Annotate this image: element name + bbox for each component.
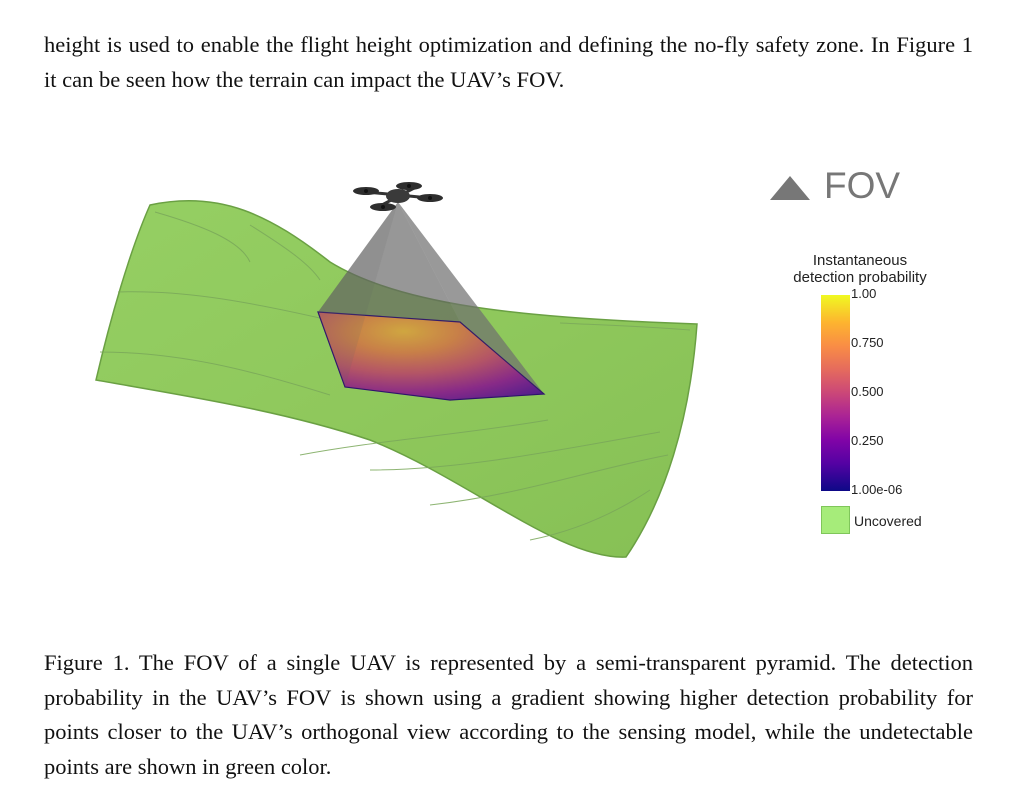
- colorbar-tick: 0.250: [851, 433, 884, 448]
- uncovered-swatch: [821, 506, 850, 534]
- fov-pyramid-face: [318, 202, 398, 387]
- colorbar-title: Instantaneous detection probability: [760, 252, 960, 286]
- fov-legend-triangle-icon: [770, 176, 810, 200]
- fov-pyramid-face: [345, 202, 544, 400]
- colorbar-tick: 0.750: [851, 335, 884, 350]
- uav-drone-icon: [353, 182, 443, 211]
- fov-footprint-gradient: [317, 311, 546, 401]
- figure-caption: Figure 1. The FOV of a single UAV is rep…: [44, 650, 973, 779]
- fov-legend-label: FOV: [824, 165, 901, 206]
- colorbar-tick: 0.500: [851, 384, 884, 399]
- uncovered-label: Uncovered: [854, 513, 922, 529]
- fov-pyramid-face: [318, 202, 460, 322]
- body-paragraph: height is used to enable the flight heig…: [44, 32, 973, 92]
- colorbar-tick: 1.00e-06: [851, 482, 903, 497]
- colorbar: [821, 295, 850, 491]
- colorbar-title-line1: Instantaneous: [812, 252, 908, 269]
- colorbar-title-line2: detection probability: [793, 269, 927, 286]
- fov-pyramid-face: [398, 202, 544, 394]
- terrain-contours: [99, 211, 691, 541]
- colorbar-tick: 1.00: [851, 286, 877, 301]
